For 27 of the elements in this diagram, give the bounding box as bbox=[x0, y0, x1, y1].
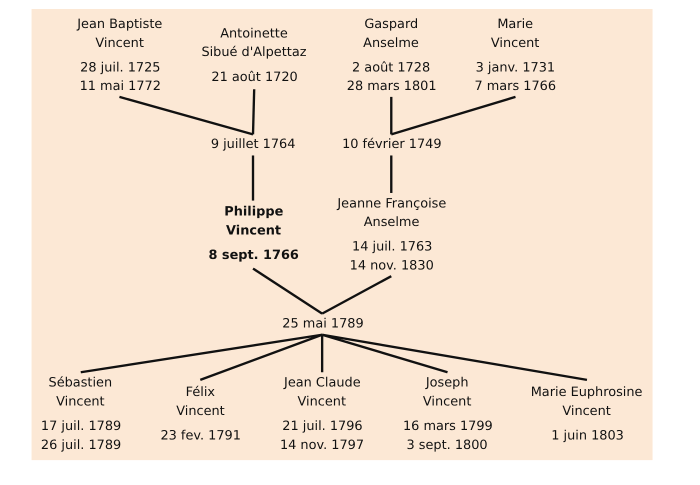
node-text: 9 juillet 1764 bbox=[210, 136, 295, 152]
connector bbox=[321, 274, 392, 314]
connector bbox=[321, 333, 448, 373]
connector bbox=[321, 333, 587, 381]
node-text: 10 février 1749 bbox=[342, 136, 442, 152]
connector bbox=[80, 333, 322, 373]
connector bbox=[199, 333, 322, 380]
node-text: Félix Vincent 23 fev. 1791 bbox=[160, 384, 240, 443]
node-text: Marie Vincent 3 janv. 1731 7 mars 1766 bbox=[474, 16, 556, 94]
connector bbox=[320, 334, 323, 372]
node-text: Jeanne Françoise Anselme 14 juil. 1763 14 nov. 1830 bbox=[336, 196, 446, 273]
node-text: Gaspard Anselme 2 août 1728 28 mars 1801 bbox=[346, 16, 436, 94]
node-text: Marie Euphrosine Vincent 1 juin 1803 bbox=[530, 384, 642, 443]
connector bbox=[390, 95, 516, 135]
connector bbox=[390, 96, 392, 134]
node-text: Sébastien Vincent 17 juil. 1789 26 juil. 1789 bbox=[40, 375, 121, 452]
node-text: Philippe Vincent 8 sept. 1766 bbox=[208, 204, 298, 262]
connector bbox=[251, 88, 255, 134]
connector bbox=[252, 267, 322, 314]
node-text: Antoinette Sibué d'Alpettaz 21 août 1720 bbox=[200, 26, 306, 84]
node-text: 25 mai 1789 bbox=[282, 316, 364, 331]
connector bbox=[251, 154, 254, 200]
connector bbox=[118, 95, 253, 135]
node-text: Jean Claude Vincent 21 juil. 1796 14 nov. 1797 bbox=[279, 375, 364, 452]
connector bbox=[390, 154, 392, 192]
node-text: Joseph Vincent 16 mars 1799 3 sept. 1800 bbox=[402, 375, 492, 452]
node-text: Jean Baptiste Vincent 28 juil. 1725 11 mai 1772 bbox=[76, 16, 162, 94]
